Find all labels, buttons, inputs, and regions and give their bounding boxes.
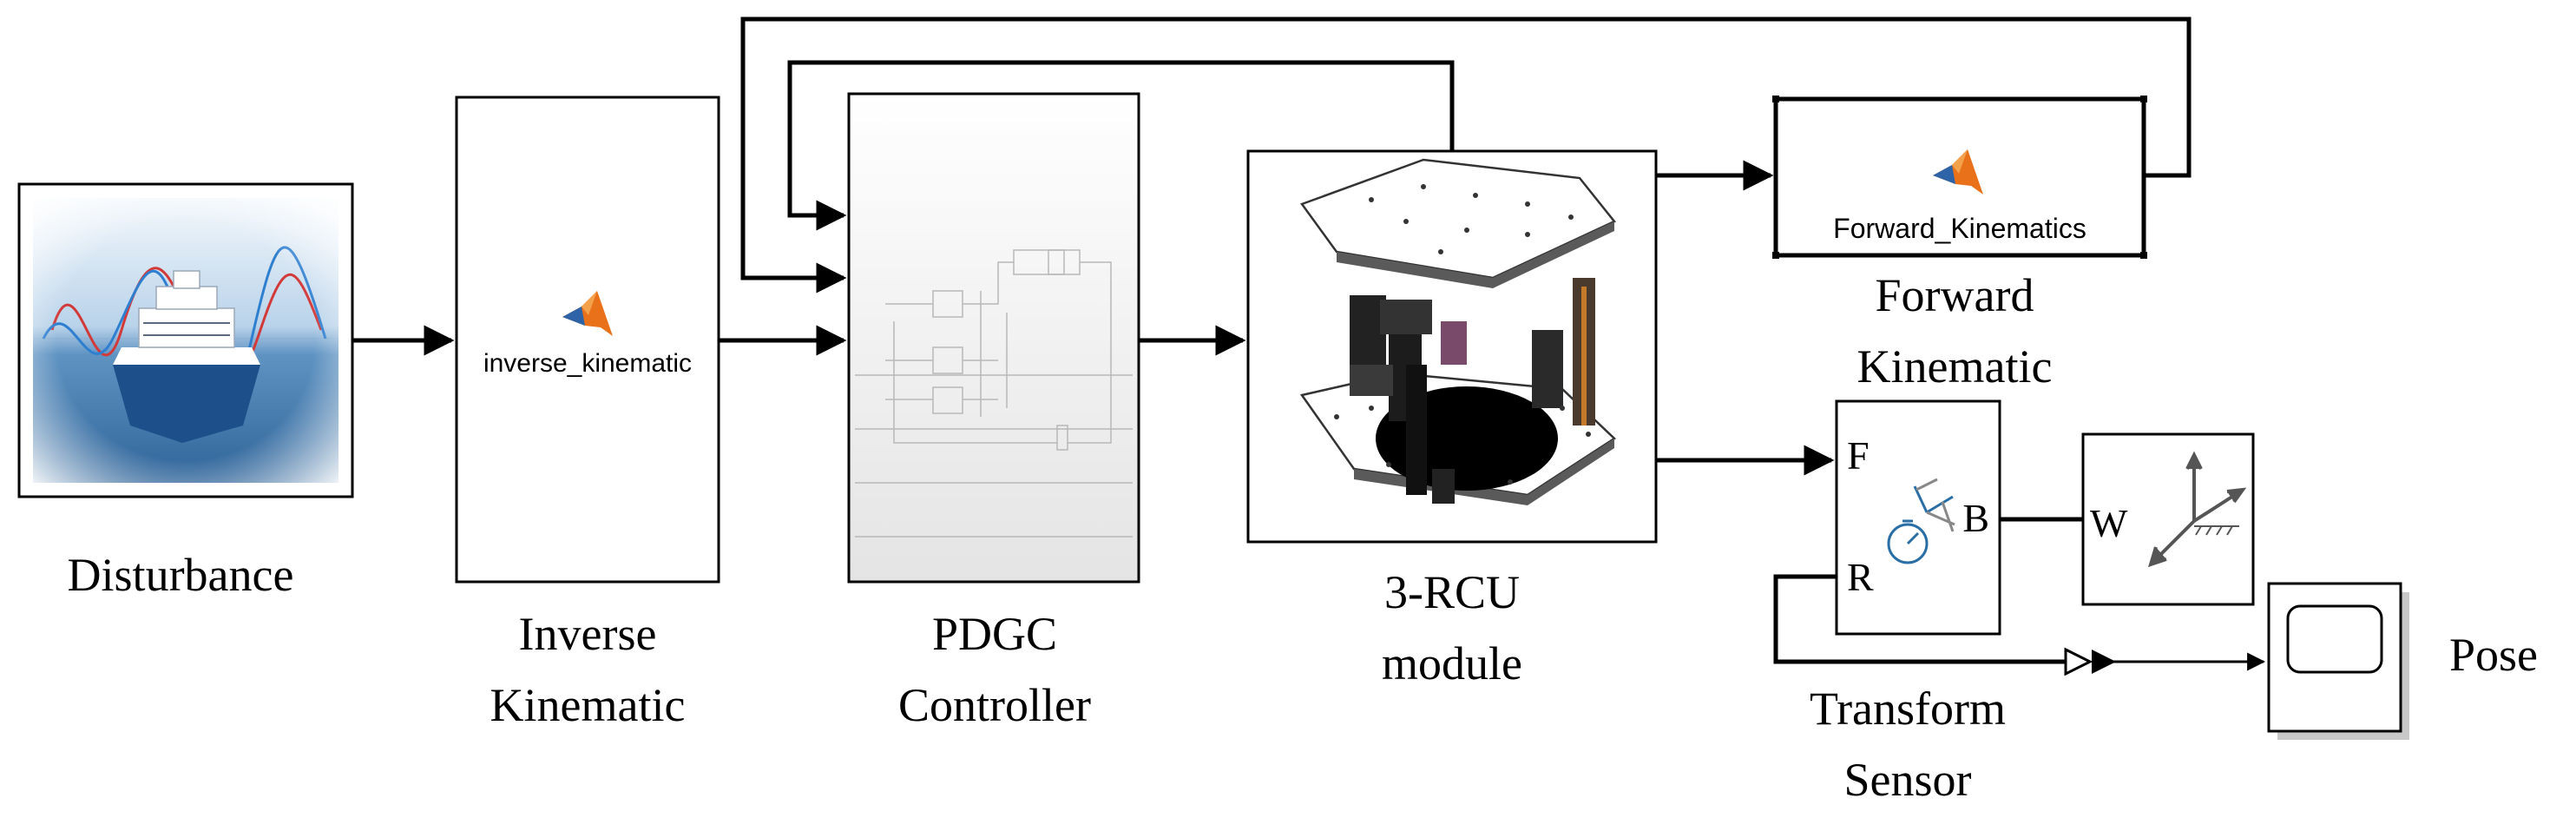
inverse-kinematic-label-line1: Inverse [519, 608, 657, 660]
world-frame-icon [2147, 451, 2247, 568]
signal-lines [352, 16, 2266, 671]
ps-simulink-converter-icon [2064, 647, 2116, 676]
parallel-robot-illustration [1299, 158, 1617, 505]
disturbance-block[interactable] [17, 182, 354, 498]
forward-kinematic-label-line1: Forward [1876, 269, 2034, 321]
world-frame-block[interactable]: W [2081, 432, 2255, 606]
line-sensor-r-to-scope [1773, 574, 2066, 664]
pdgc-subsystem-preview [855, 249, 1133, 538]
inverse-kinematic-inner-label: inverse_kinematic [483, 349, 692, 378]
matlab-function-icon [562, 291, 613, 336]
scope-screen-icon [2286, 604, 2383, 674]
pdgc-controller-block[interactable] [847, 92, 1140, 584]
scope-label: Pose [2449, 629, 2538, 681]
forward-kinematics-block[interactable]: Forward_Kinematics [1772, 96, 2147, 259]
transform-sensor-label-line2: Sensor [1844, 754, 1972, 806]
transform-sensor-port-b: B [1962, 496, 1989, 540]
inverse-kinematic-block[interactable]: inverse_kinematic [455, 96, 720, 584]
pdgc-controller-label-line2: Controller [898, 679, 1091, 731]
disturbance-label: Disturbance [68, 549, 294, 601]
matlab-function-icon [1933, 149, 1983, 195]
forward-kinematics-inner-label: Forward_Kinematics [1833, 213, 2086, 244]
ship-wave-icon [33, 198, 338, 483]
pdgc-controller-label-line1: PDGC [932, 608, 1057, 660]
transform-sensor-port-r: R [1847, 555, 1874, 599]
transform-sensor-block[interactable]: F R B [1835, 399, 2001, 636]
transform-sensor-label-line1: Transform [1810, 683, 2006, 735]
transform-sensor-port-f: F [1847, 433, 1870, 478]
rcu-module-label-line2: module [1382, 637, 1522, 689]
scope-block[interactable] [2267, 582, 2409, 740]
forward-kinematic-label-line2: Kinematic [1857, 340, 2053, 393]
sensor-frame-icon [1887, 478, 1955, 564]
rcu-module-label-line1: 3-RCU [1384, 566, 1520, 618]
line-fk-feedback-to-pdgc [740, 16, 2192, 294]
line-rcu-feedback-to-pdgc [787, 60, 1455, 231]
world-frame-port-w: W [2090, 501, 2128, 545]
rcu-module-block[interactable] [1246, 149, 1658, 544]
inverse-kinematic-label-line2: Kinematic [490, 679, 686, 731]
